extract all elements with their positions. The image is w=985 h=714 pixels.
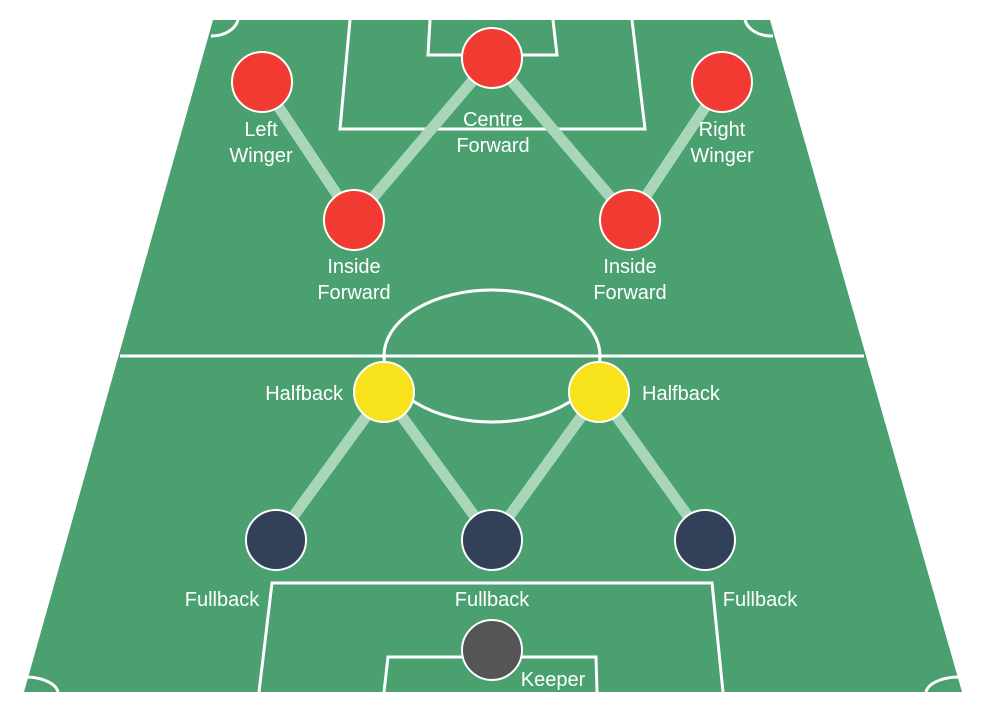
player-label-line: Inside [603, 256, 656, 278]
player-label-line: Left [244, 119, 278, 141]
player-label-fullback-centre: Fullback [455, 589, 530, 611]
player-node-centre-forward [461, 27, 523, 89]
player-label-line: Winger [690, 145, 754, 167]
player-label-line: Forward [593, 282, 666, 304]
player-node-inside-forward-left [323, 189, 385, 251]
player-label-line: Fullback [723, 589, 798, 611]
link-centre-forward-to-inside-forward-right [487, 54, 635, 224]
corner-arc-top-right [743, 19, 774, 38]
player-label-line: Winger [229, 145, 293, 167]
player-node-keeper [461, 619, 523, 681]
player-label-line: Halfback [642, 383, 721, 405]
centre-circle [382, 288, 602, 424]
player-label-fullback-right: Fullback [723, 589, 798, 611]
player-label-line: Fullback [455, 589, 530, 611]
player-label-halfback-left: Halfback [265, 383, 344, 405]
player-label-halfback-right: Halfback [642, 383, 721, 405]
player-node-fullback-right [674, 509, 736, 571]
player-node-fullback-centre [461, 509, 523, 571]
corner-arc-bottom-left [24, 675, 60, 693]
player-node-left-winger [231, 51, 293, 113]
top-penalty-area [338, 19, 647, 131]
player-node-inside-forward-right [599, 189, 661, 251]
corner-arc-top-left [210, 19, 240, 38]
player-label-fullback-left: Fullback [185, 589, 260, 611]
player-node-halfback-right [568, 361, 630, 423]
player-label-line: Forward [456, 135, 529, 157]
player-label-line: Centre [463, 109, 523, 131]
player-label-line: Right [699, 119, 746, 141]
formation-players [231, 27, 753, 681]
corner-arc-bottom-right [924, 675, 959, 693]
player-label-line: Fullback [185, 589, 260, 611]
player-label-line: Keeper [521, 669, 586, 691]
player-label-line: Inside [327, 256, 380, 278]
player-node-right-winger [691, 51, 753, 113]
link-inside-forward-left-to-centre-forward [349, 54, 497, 224]
player-node-halfback-left [353, 361, 415, 423]
player-label-keeper: Keeper [521, 669, 586, 691]
player-label-line: Halfback [265, 383, 344, 405]
player-node-fullback-left [245, 509, 307, 571]
player-label-line: Forward [317, 282, 390, 304]
bottom-penalty-area [257, 581, 725, 693]
